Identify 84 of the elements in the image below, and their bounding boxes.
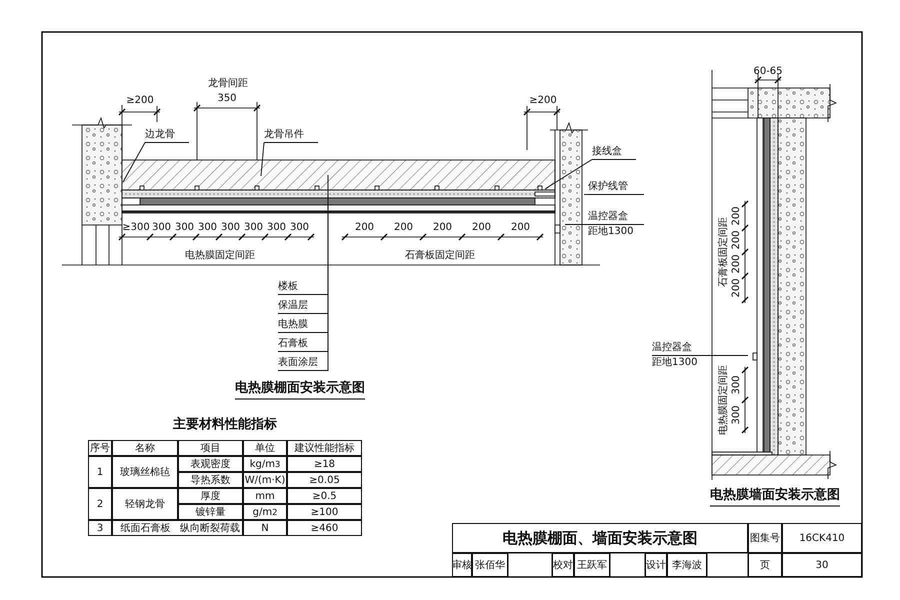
title-block-cell: 张佰华: [472, 553, 508, 577]
title-block-cell: 审核: [452, 553, 472, 577]
table-cell: 3: [88, 520, 112, 536]
dimension-value: 300: [152, 222, 172, 234]
title-block-cell: 王跃军: [574, 553, 610, 577]
table-cell: 玻璃丝棉毡: [112, 456, 178, 488]
dimension-value: ≥200: [529, 95, 557, 107]
leader-line: [564, 224, 588, 225]
title-block-cell: 校对: [552, 553, 574, 577]
table-cell: 建议性能指标: [287, 440, 362, 456]
table-cell: 表观密度: [178, 456, 243, 472]
dimension-value: 200: [731, 254, 743, 274]
title-block-cell: 设计: [645, 553, 667, 577]
dimension-value: 300: [290, 222, 310, 234]
table-cell: ≥0.5: [287, 488, 362, 504]
section-title: 电热膜棚面安装示意图: [235, 380, 365, 400]
layer-label: 保温层: [278, 299, 326, 314]
callout-label: 温控器盒 距地1300: [588, 210, 644, 239]
dimension-value: 200: [510, 222, 530, 234]
table-cell: ≥100: [287, 504, 362, 520]
dimension-value: 300: [731, 405, 743, 425]
layer-label: 石膏板: [278, 337, 326, 352]
table-cell: ≥18: [287, 456, 362, 472]
callout-label: 龙骨吊件: [264, 128, 318, 143]
dimension-caption: 石膏板固定间距: [718, 217, 730, 287]
dimension-value: 300: [198, 222, 218, 234]
dimension-value: 60-65: [753, 66, 783, 78]
table-cell: 2: [88, 488, 112, 520]
leader-line: [122, 142, 146, 182]
dimension-value: 300: [266, 222, 286, 234]
table-title: 主要材料性能指标: [173, 417, 277, 433]
dimension-value: 300: [220, 222, 240, 234]
dimension-caption: 石膏板固定间距: [405, 250, 475, 262]
table-cell: ≥0.05: [287, 472, 362, 488]
table-cell: 纸面石膏板: [112, 520, 178, 536]
table-cell: N: [243, 520, 287, 536]
leader-line: [326, 194, 328, 314]
dimension-value: 200: [354, 222, 374, 234]
table-cell: 导热系数: [178, 472, 243, 488]
table-cell: 纵向断裂荷载: [178, 520, 243, 536]
leader-line: [260, 142, 264, 176]
table-cell: 镀锌量: [178, 504, 243, 520]
leader-line: [708, 355, 748, 356]
table-cell: 厚度: [178, 488, 243, 504]
dimension-value: ≥300: [122, 222, 150, 234]
dimension-value: 200: [432, 222, 452, 234]
leader-line: [584, 194, 588, 195]
drawing-title: 电热膜棚面、墙面安装示意图: [452, 523, 748, 553]
layer-label: 表面涂层: [278, 356, 326, 371]
dimension-value: 350: [217, 93, 237, 105]
table-cell: 名称: [112, 440, 178, 456]
layer-label: 楼板: [278, 280, 326, 295]
dimension-value: 300: [174, 222, 194, 234]
dimension-value: 300: [244, 222, 264, 234]
table-cell: W/(m·K): [243, 472, 287, 488]
dimension-value: 200: [731, 206, 743, 226]
title-block-cell: 页: [748, 553, 782, 577]
table-cell: ≥460: [287, 520, 362, 536]
dimension-value: 300: [731, 375, 743, 395]
dimension-value: 200: [472, 222, 492, 234]
callout-label: 边龙骨: [145, 128, 189, 143]
callout-label: 保护线管: [588, 180, 644, 195]
table-cell: 序号: [88, 440, 112, 456]
table-cell: 项目: [178, 440, 243, 456]
title-block-cell: 图集号: [748, 523, 782, 553]
table-cell: 1: [88, 456, 112, 488]
dimension-value: 200: [731, 230, 743, 250]
title-block-cell: 30: [782, 553, 862, 577]
dimension-caption: 电热膜固定间距: [185, 250, 255, 262]
table-cell: 单位: [243, 440, 287, 456]
dimension-value: ≥200: [126, 95, 154, 107]
dimension-value: 200: [394, 222, 414, 234]
section-title: 电热膜墙面安装示意图: [710, 488, 840, 506]
leader-line: [326, 174, 328, 295]
title-block-cell: 16CK410: [782, 523, 862, 553]
callout-label: 温控器盒 距地1300: [652, 341, 708, 370]
dimension-value: 龙骨间距: [208, 78, 248, 90]
dimension-value: 200: [731, 278, 743, 298]
table-cell: mm: [243, 488, 287, 504]
callout-label: 接线盒: [592, 145, 636, 160]
layer-label: 电热膜: [278, 318, 326, 333]
title-block-cell: 李海波: [667, 553, 707, 577]
table-cell: 轻钢龙骨: [112, 488, 178, 520]
dimension-caption: 电热膜固定间距: [718, 365, 730, 435]
